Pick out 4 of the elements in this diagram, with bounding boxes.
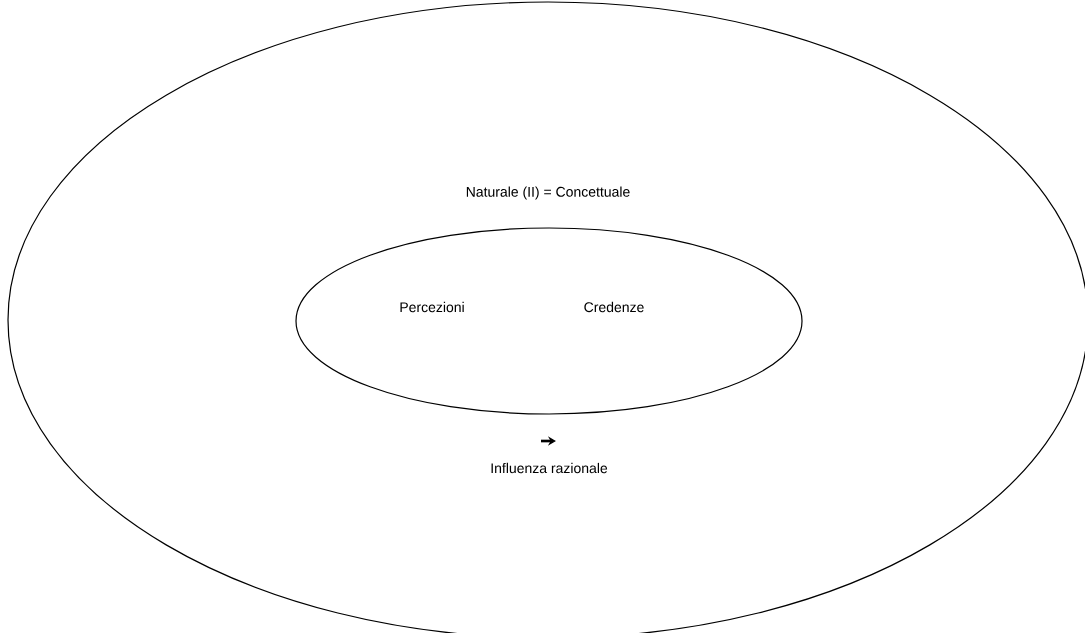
concept-label: Credenze [584,301,644,313]
region-label: Naturale (II) = Concettuale [466,186,630,200]
region-label: Influenza razionale [491,462,608,474]
concept-label: Percezioni [400,301,464,313]
